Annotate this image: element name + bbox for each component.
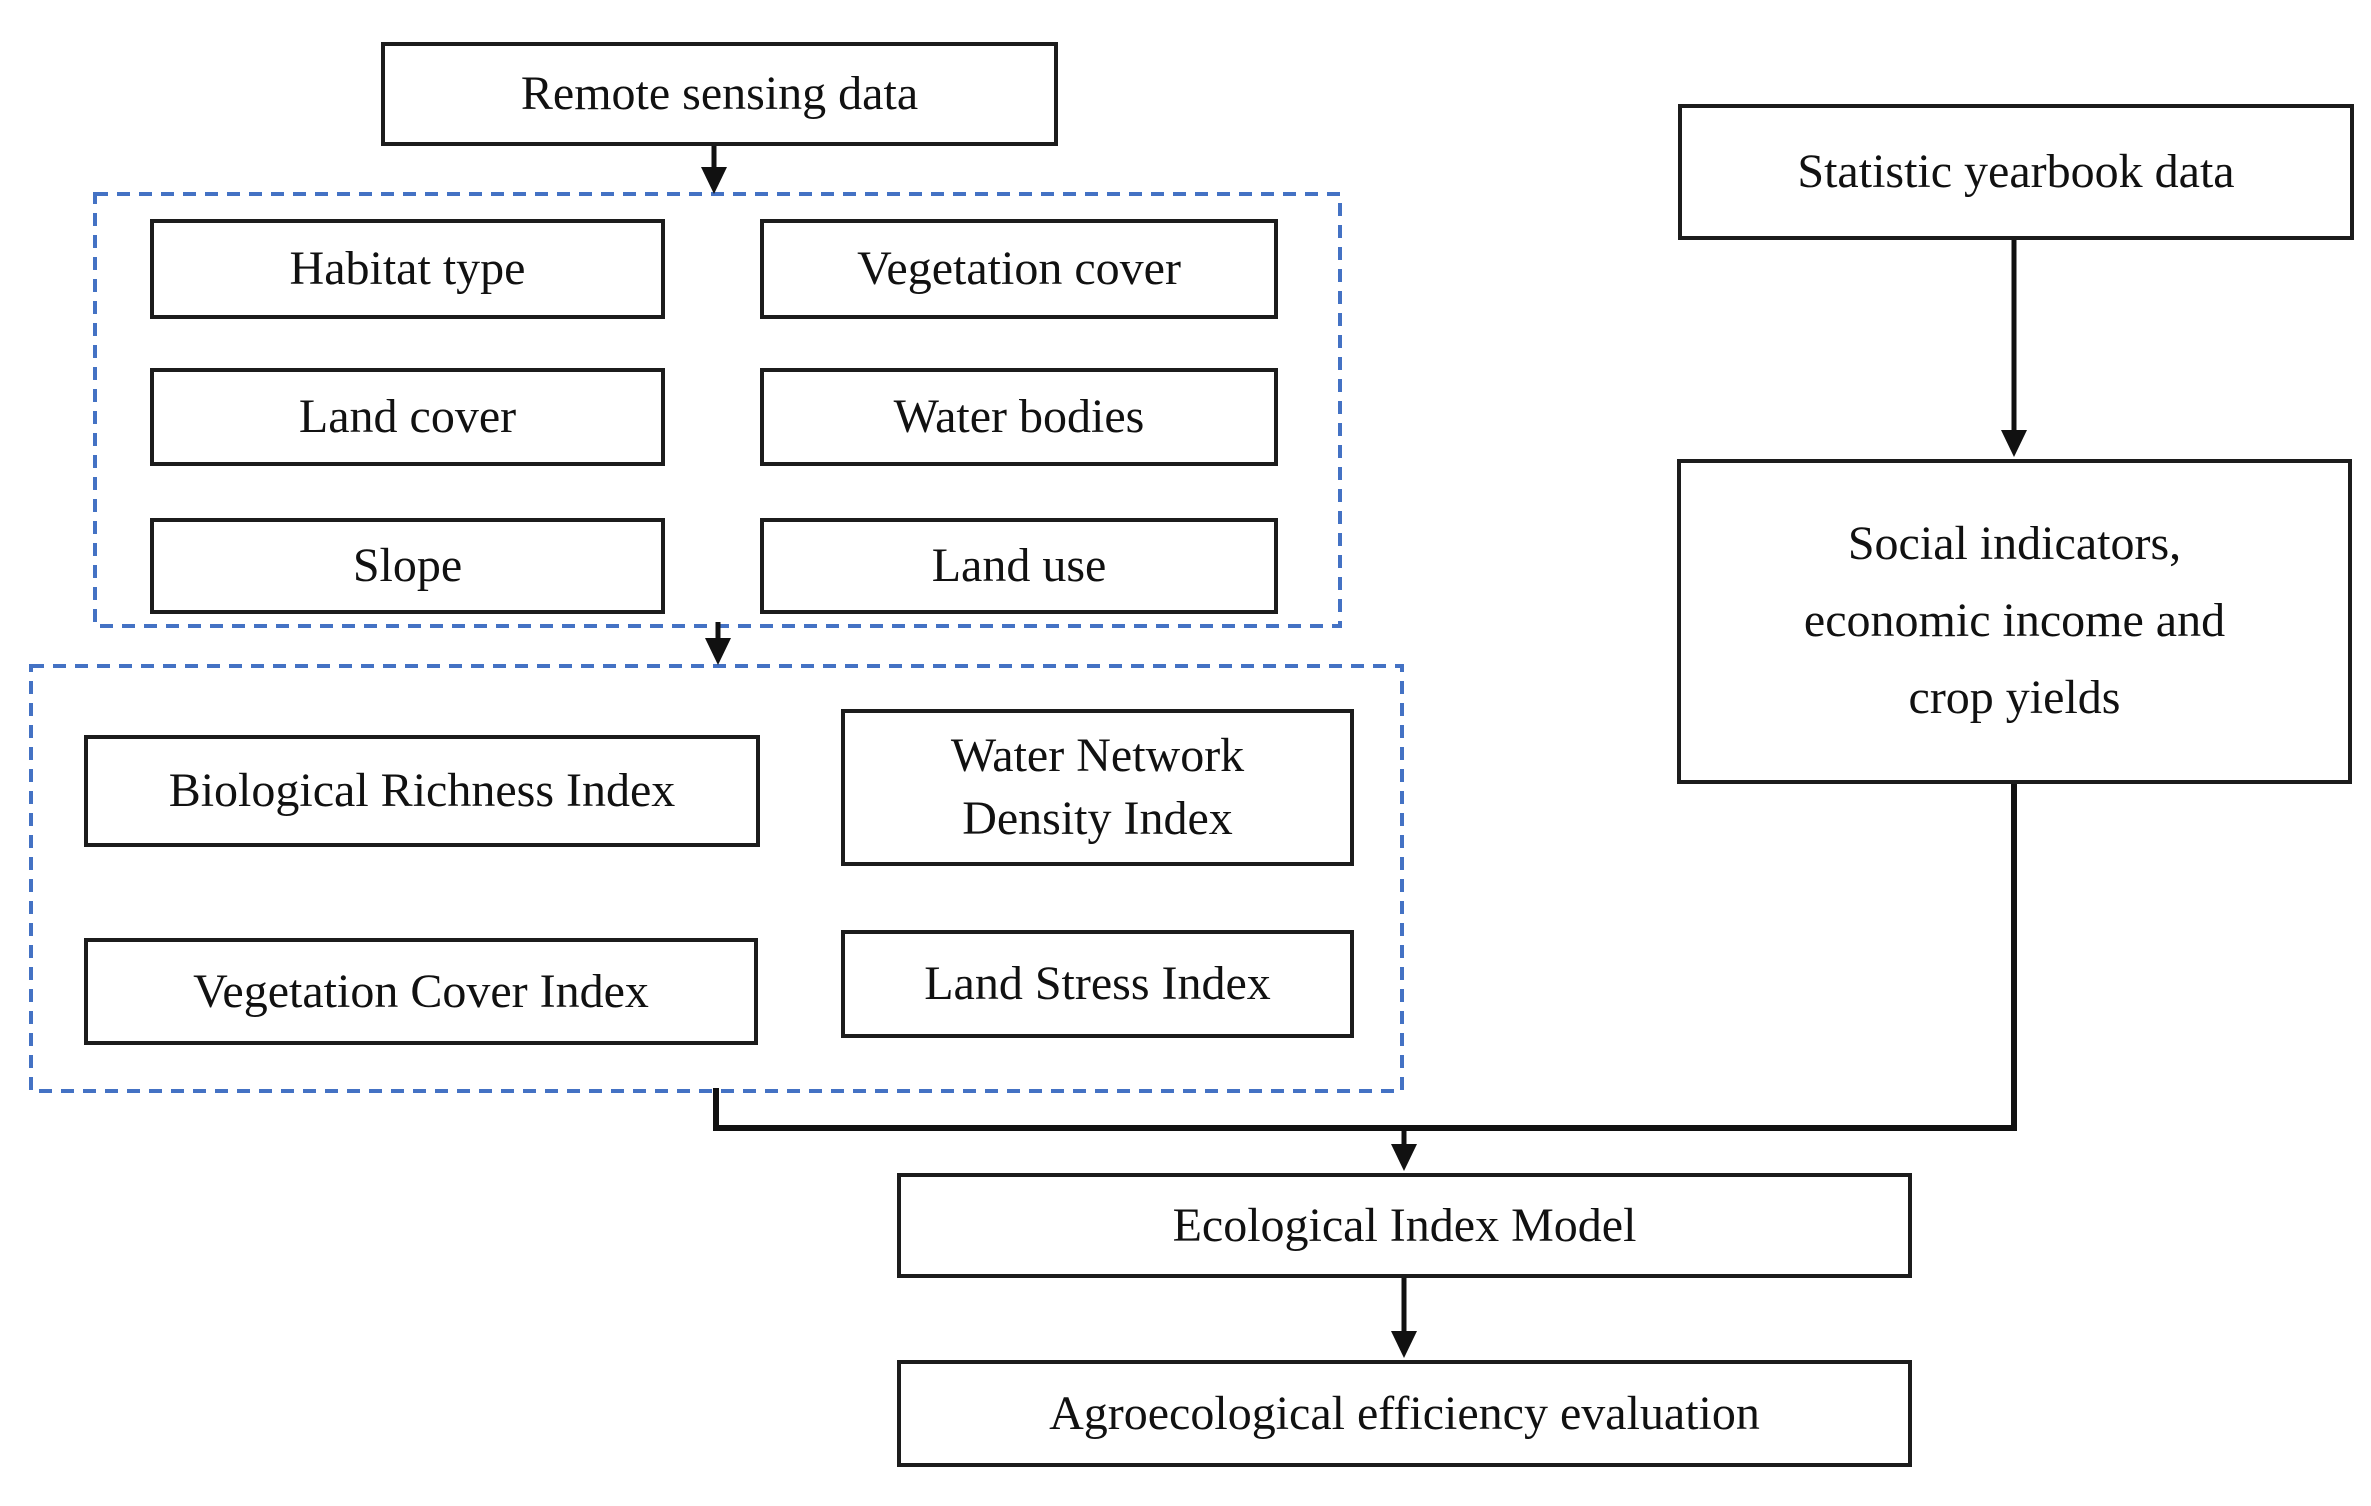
node-label: Ecological Index Model [1172,1198,1637,1252]
arrow-yearbook-to-social [2001,240,2027,457]
node-vegetation-cover: Vegetation cover [760,219,1278,319]
node-label: Vegetation Cover Index [193,964,649,1018]
arrow-remote-to-inputs [701,146,727,194]
node-label: Land use [931,539,1107,592]
connector-merge-to-eco-model [713,781,2017,1171]
node-agroecological-efficiency-evaluation: Agroecological efficiency evaluation [897,1360,1912,1467]
node-label: Statistic yearbook data [1797,145,2235,198]
node-label: Water Network Density Index [950,729,1245,845]
node-label: Habitat type [289,242,526,295]
node-statistic-yearbook-data: Statistic yearbook data [1678,104,2354,240]
node-label: Biological Richness Index [168,764,676,817]
node-label: Remote sensing data [520,67,919,120]
node-habitat-type: Habitat type [150,219,665,319]
node-vegetation-cover-index: Vegetation Cover Index [84,938,758,1045]
node-social-indicators: Social indicators, economic income and c… [1677,459,2352,784]
arrow-eco-model-to-evaluation [1391,1278,1417,1358]
node-land-cover: Land cover [150,368,665,466]
node-label: Land cover [298,390,517,443]
node-label: Slope [352,539,463,592]
node-label: Social indicators, economic income and c… [1803,517,2226,724]
node-land-use: Land use [760,518,1278,614]
group-ecological-indices [29,664,1404,1093]
node-label: Land Stress Index [924,957,1271,1010]
node-label: Water bodies [893,390,1145,443]
node-label: Agroecological efficiency evaluation [1049,1386,1760,1440]
node-slope: Slope [150,518,665,614]
arrow-inputs-to-indices [705,622,731,665]
node-biological-richness-index: Biological Richness Index [84,735,760,847]
node-land-stress-index: Land Stress Index [841,930,1354,1038]
node-remote-sensing-data: Remote sensing data [381,42,1058,146]
node-water-bodies: Water bodies [760,368,1278,466]
node-water-network-density-index: Water Network Density Index [841,709,1354,866]
node-label: Vegetation cover [857,242,1181,295]
node-ecological-index-model: Ecological Index Model [897,1173,1912,1278]
